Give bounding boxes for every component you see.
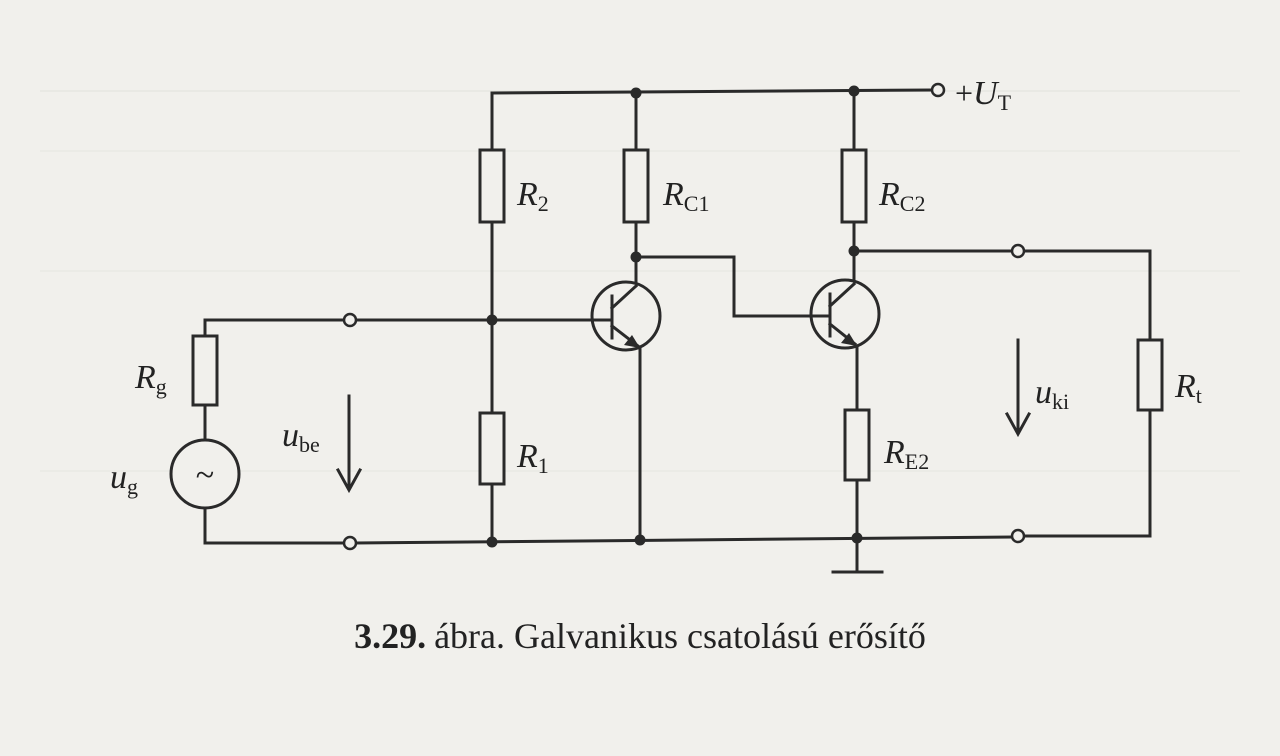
arrow-ube <box>335 394 363 494</box>
wire-ground-rail <box>354 535 1014 545</box>
junction-dot <box>848 85 860 97</box>
emitter-arrow-icon <box>624 335 640 348</box>
transistor-t2-body <box>809 278 881 350</box>
resistor-rt <box>1136 338 1164 412</box>
junction-dot <box>486 314 498 326</box>
label-rc2: RC2 <box>878 176 925 216</box>
resistor-rc1 <box>622 148 650 224</box>
wire-input-top <box>203 318 346 338</box>
label-rg: Rg <box>134 359 167 399</box>
junction-dot <box>851 532 863 544</box>
figure-caption-text: ábra. Galvanikus csatolású erősítő <box>434 616 926 656</box>
terminal-supply <box>930 82 946 98</box>
source-circle <box>169 438 241 510</box>
resistor-r1 <box>478 411 506 486</box>
arrow-head-icon <box>335 467 363 494</box>
junction-dot <box>634 534 646 546</box>
wire-source-ground <box>203 506 346 545</box>
resistor-re2 <box>843 408 871 482</box>
junction-dot <box>630 87 642 99</box>
figure-number: 3.29. <box>354 616 426 656</box>
label-ube: ube <box>282 417 320 457</box>
label-ug: ug <box>110 459 138 499</box>
junction-dot <box>848 245 860 257</box>
terminal-output-top <box>1010 243 1026 259</box>
terminals <box>342 82 1026 551</box>
terminal-input-top <box>342 312 358 328</box>
emitter-arrow-icon <box>841 333 857 346</box>
label-uki: uki <box>1035 374 1069 414</box>
arrow-uki <box>1004 338 1032 438</box>
junction-dot <box>486 536 498 548</box>
resistor-rg <box>191 334 219 407</box>
junction-dot <box>630 251 642 263</box>
terminal-input-bottom <box>342 535 358 551</box>
label-re2: RE2 <box>883 434 929 474</box>
transistor-t1-collector <box>609 283 639 311</box>
sine-symbol-icon: ~ <box>196 457 214 494</box>
transistor-t2-collector <box>827 281 857 309</box>
label-rc1: RC1 <box>662 176 709 216</box>
figure-caption: 3.29.ábra. Galvanikus csatolású erősítő <box>354 616 926 656</box>
junction-dots <box>486 85 863 548</box>
label-r2: R2 <box>516 176 549 216</box>
label-rt: Rt <box>1174 368 1202 408</box>
arrow-head-icon <box>1004 411 1032 438</box>
transistor-t1-body <box>590 280 662 352</box>
label-r1: R1 <box>516 438 549 478</box>
wire-output-rt-top <box>1022 249 1152 342</box>
wire-t1-t2-coupling <box>634 255 812 318</box>
voltage-source-ug: ~ <box>169 438 241 510</box>
wires <box>203 88 1152 574</box>
resistor-rc2 <box>840 148 868 224</box>
label-supply: +UT <box>955 75 1012 115</box>
resistor-r2 <box>478 148 506 224</box>
transistor-t1 <box>590 280 662 352</box>
wire-output-rt-bottom <box>1022 408 1152 538</box>
terminal-output-bottom <box>1010 528 1026 544</box>
transistor-t2 <box>808 278 881 350</box>
